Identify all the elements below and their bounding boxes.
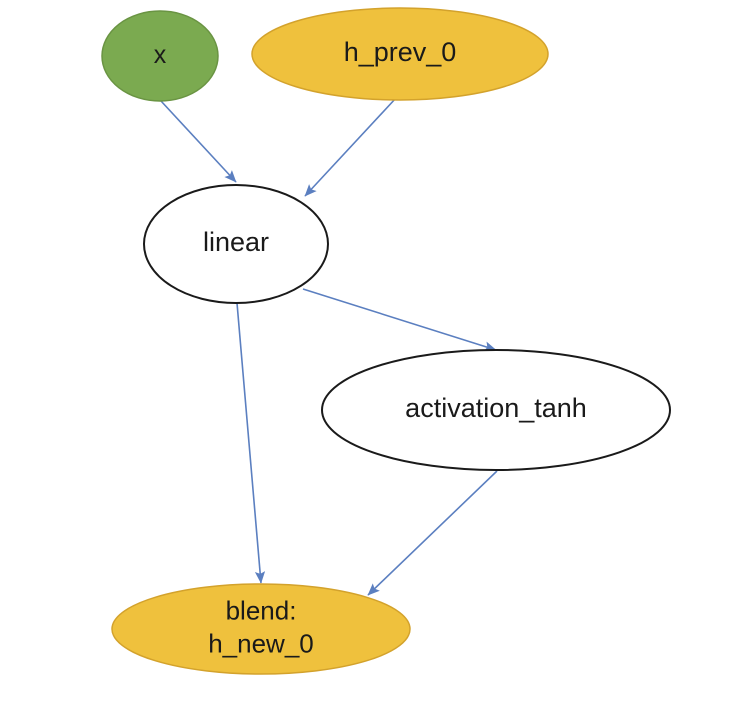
- node-x[interactable]: x: [101, 10, 219, 102]
- node-shape-activation_tanh[interactable]: [321, 349, 671, 471]
- edge-h_prev_0-to-linear: [304, 97, 397, 197]
- node-shape-x[interactable]: [101, 10, 219, 102]
- node-linear[interactable]: linear: [143, 184, 329, 304]
- edge-linear-to-activation_tanh: [302, 288, 497, 352]
- node-label-linear: linear: [203, 227, 269, 257]
- edge-linear-to-blend: [236, 302, 266, 584]
- node-shape-linear[interactable]: [143, 184, 329, 304]
- node-label-h_prev_0: h_prev_0: [344, 37, 457, 67]
- node-shape-blend_h_new_0[interactable]: [111, 583, 411, 675]
- node-activation_tanh[interactable]: activation_tanh: [321, 349, 671, 471]
- node-h_prev_0[interactable]: h_prev_0: [251, 7, 549, 101]
- edge-activation_tanh-to-blend: [367, 470, 498, 596]
- edge-x-to-linear: [160, 100, 237, 183]
- node-label-x: x: [154, 41, 167, 69]
- node-blend_h_new_0[interactable]: blend:h_new_0: [111, 583, 411, 675]
- edges-layer: [160, 97, 498, 596]
- node-label-activation_tanh: activation_tanh: [405, 393, 587, 423]
- node-label-blend_h_new_0: blend:h_new_0: [208, 595, 314, 658]
- node-shape-h_prev_0[interactable]: [251, 7, 549, 101]
